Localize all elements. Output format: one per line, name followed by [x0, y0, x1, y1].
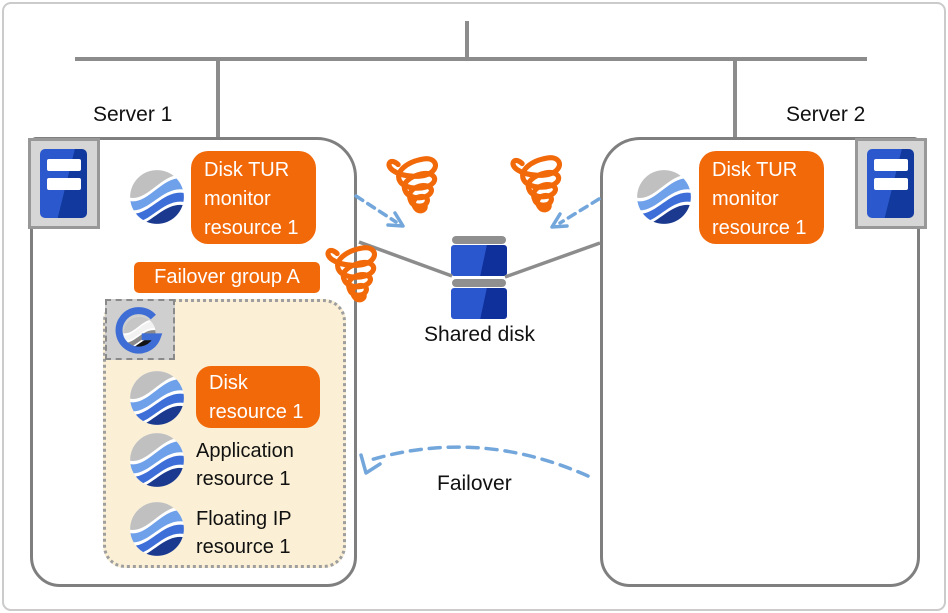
server1-name: Server 1 — [93, 103, 173, 126]
server-tower-body — [40, 149, 87, 218]
server-tower-body — [867, 149, 914, 218]
floating-ip-resource-label: Floating IP resource 1 — [196, 505, 292, 561]
group-g-icon — [105, 299, 175, 360]
server-slot — [47, 159, 81, 171]
wave-sphere-icon — [636, 169, 692, 225]
label-line: resource 1 — [209, 401, 304, 423]
server-tower-icon — [28, 138, 100, 229]
application-resource-label: Application resource 1 — [196, 437, 294, 493]
wave-sphere-icon — [129, 501, 185, 557]
server2-name: Server 2 — [786, 103, 866, 126]
server-tower-icon — [855, 138, 927, 229]
shared-disk-icon-cap — [452, 279, 506, 287]
failover-group-label: Failover group A — [134, 262, 320, 293]
group-g-icon-art — [115, 307, 163, 354]
wave-sphere-icon — [129, 370, 185, 426]
label-line: Application — [196, 440, 294, 462]
label-line: Disk — [209, 372, 248, 394]
shared-disk-icon-body — [451, 288, 507, 319]
label-line: monitor — [204, 188, 271, 210]
shared-disk-icon-body — [451, 245, 507, 276]
label-line: Disk TUR — [204, 159, 290, 181]
shared-disk-icon-cap — [452, 236, 506, 244]
server-slot — [874, 178, 908, 190]
label-line: resource 1 — [712, 217, 807, 239]
s2-monitor-resource-label: Disk TUR monitor resource 1 — [699, 151, 824, 244]
label-line: monitor — [712, 188, 779, 210]
label-line: Floating IP — [196, 508, 292, 530]
label-line: resource 1 — [196, 468, 291, 490]
label-line: Disk TUR — [712, 159, 798, 181]
s1-monitor-resource-label: Disk TUR monitor resource 1 — [191, 151, 316, 244]
label-line: resource 1 — [204, 217, 299, 239]
server-slot — [47, 178, 81, 190]
label-line: resource 1 — [196, 536, 291, 558]
wave-sphere-icon — [129, 169, 185, 225]
failover-caption: Failover — [437, 472, 512, 495]
server-slot — [874, 159, 908, 171]
disk-resource-label: Disk resource 1 — [196, 366, 320, 428]
shared-disk-label: Shared disk — [424, 323, 535, 346]
wave-sphere-icon — [129, 432, 185, 488]
